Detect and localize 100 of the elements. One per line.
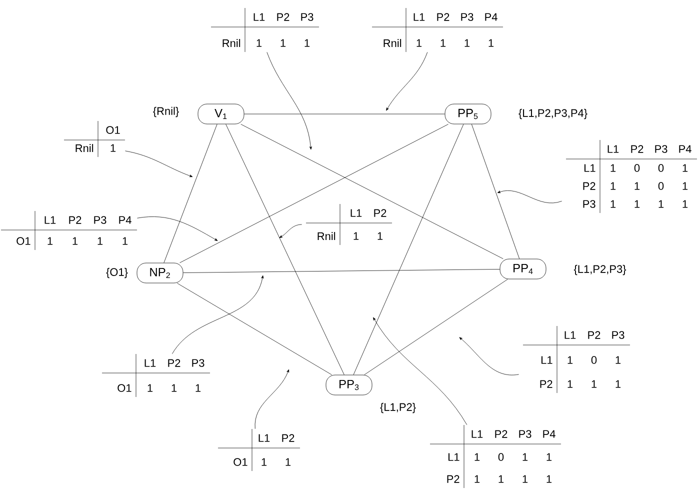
table-cell: Rnil xyxy=(76,144,94,152)
table-cell: P4 xyxy=(679,145,692,153)
graph-node: PP$_{4}$ xyxy=(500,258,546,280)
table-cell: L1 xyxy=(541,356,552,364)
table-cell: 1 xyxy=(354,232,359,240)
table-cell: L1 xyxy=(564,331,576,339)
table-cell: P2 xyxy=(437,13,450,21)
table-cell: 1 xyxy=(610,200,616,208)
table-cell: 1 xyxy=(122,237,128,245)
table-cell: P2 xyxy=(540,380,552,388)
table-cell: 1 xyxy=(110,144,116,152)
table-cell: 1 xyxy=(498,475,504,483)
leader-line xyxy=(373,317,468,425)
leader-line xyxy=(172,275,264,354)
table-cell: L1 xyxy=(254,13,265,21)
table-cell: Rnil xyxy=(318,232,336,240)
table-cell: 1 xyxy=(440,39,446,47)
table-cell: P2 xyxy=(495,430,508,438)
table-cell: O1 xyxy=(16,237,30,245)
table-cell: 0 xyxy=(591,356,597,364)
leader-line xyxy=(279,224,302,238)
table-cell: P4 xyxy=(485,13,498,21)
graph-node: V$_{1}$ xyxy=(198,104,244,124)
table-cell: P2 xyxy=(374,209,386,217)
table-cell: 1 xyxy=(256,39,262,47)
edge-line xyxy=(226,124,344,375)
table-cell: 0 xyxy=(658,182,664,190)
graph-node: PP$_{5}$ xyxy=(444,104,492,124)
leader-line xyxy=(386,52,428,111)
table-cell: 1 xyxy=(682,182,688,190)
edge-line xyxy=(180,124,448,263)
table-cell: 1 xyxy=(262,458,267,466)
table-cell: P3 xyxy=(655,145,668,153)
table-cell: 1 xyxy=(148,384,153,392)
set-label: {L1,P2} xyxy=(380,402,416,414)
table-cell: P2 xyxy=(69,216,82,224)
table-cell: P3 xyxy=(461,13,474,21)
table-cell: L1 xyxy=(350,209,362,217)
table-cell: 1 xyxy=(286,458,291,466)
table-cell: 1 xyxy=(592,380,597,388)
edge-line xyxy=(364,279,508,375)
set-label: {Rnil} xyxy=(153,106,179,118)
edge-line xyxy=(177,283,332,375)
leader-line xyxy=(125,150,193,178)
table-cell: 1 xyxy=(304,39,310,47)
table-cell: Rnil xyxy=(222,39,240,47)
table-cell: L1 xyxy=(44,216,56,224)
table-cell: P2 xyxy=(277,13,290,21)
table-cell: 0 xyxy=(658,164,664,172)
set-label: {O1} xyxy=(106,268,128,278)
table-cell: 1 xyxy=(474,453,480,461)
table-cell: P3 xyxy=(612,331,624,339)
table-cell: P3 xyxy=(301,13,314,21)
edge-line xyxy=(183,269,500,273)
table-cell: P3 xyxy=(192,359,204,367)
graph-node: PP$_{3}$ xyxy=(326,374,372,396)
table-cell: P2 xyxy=(168,359,180,367)
table-cell: 1 xyxy=(546,475,552,483)
table-cell: 1 xyxy=(522,453,528,461)
table-cell: L1 xyxy=(414,13,425,21)
edge-line xyxy=(240,124,504,259)
set-label: {L1,P2,P3,P4} xyxy=(518,108,588,120)
table-cell: 1 xyxy=(464,39,470,47)
table-cell: P4 xyxy=(119,216,132,224)
table-cell: L1 xyxy=(144,359,156,367)
table-cell: O1 xyxy=(106,126,120,134)
edge-line xyxy=(353,124,464,375)
table-cell: 1 xyxy=(474,475,480,483)
table-cell: 1 xyxy=(682,164,688,172)
table-cell: 1 xyxy=(48,237,53,245)
table-cell: P2 xyxy=(282,434,294,442)
set-label: {L1,P2,P3} xyxy=(574,264,626,276)
table-cell: O1 xyxy=(118,384,132,392)
table-cell: 1 xyxy=(280,39,286,47)
table-cell: 1 xyxy=(616,356,621,364)
table-cell: 1 xyxy=(378,232,383,240)
table-cell: 1 xyxy=(610,164,616,172)
table-cell: P3 xyxy=(94,216,106,224)
table-cell: 1 xyxy=(658,200,664,208)
table-cell: L1 xyxy=(258,434,270,442)
table-cell: 1 xyxy=(488,39,494,47)
table-cell: L1 xyxy=(472,430,483,438)
table-cell: 1 xyxy=(522,475,528,483)
table-cell: P3 xyxy=(519,430,532,438)
table-cell: 1 xyxy=(72,237,78,245)
leader-line xyxy=(137,216,218,241)
table-cell: Rnil xyxy=(384,39,402,47)
table-cell: P3 xyxy=(583,200,596,208)
table-cell: P2 xyxy=(583,182,596,190)
leader-line xyxy=(497,190,562,204)
leader-line xyxy=(254,369,290,429)
table-cell: P2 xyxy=(588,331,600,339)
table-cell: 1 xyxy=(610,182,616,190)
edge-line xyxy=(471,124,520,259)
table-cell: L1 xyxy=(448,453,460,461)
table-cell: P4 xyxy=(543,430,556,438)
table-cell: 0 xyxy=(634,164,640,172)
table-cell: 1 xyxy=(172,384,177,392)
table-cell: 1 xyxy=(416,39,422,47)
table-cell: 1 xyxy=(568,380,573,388)
